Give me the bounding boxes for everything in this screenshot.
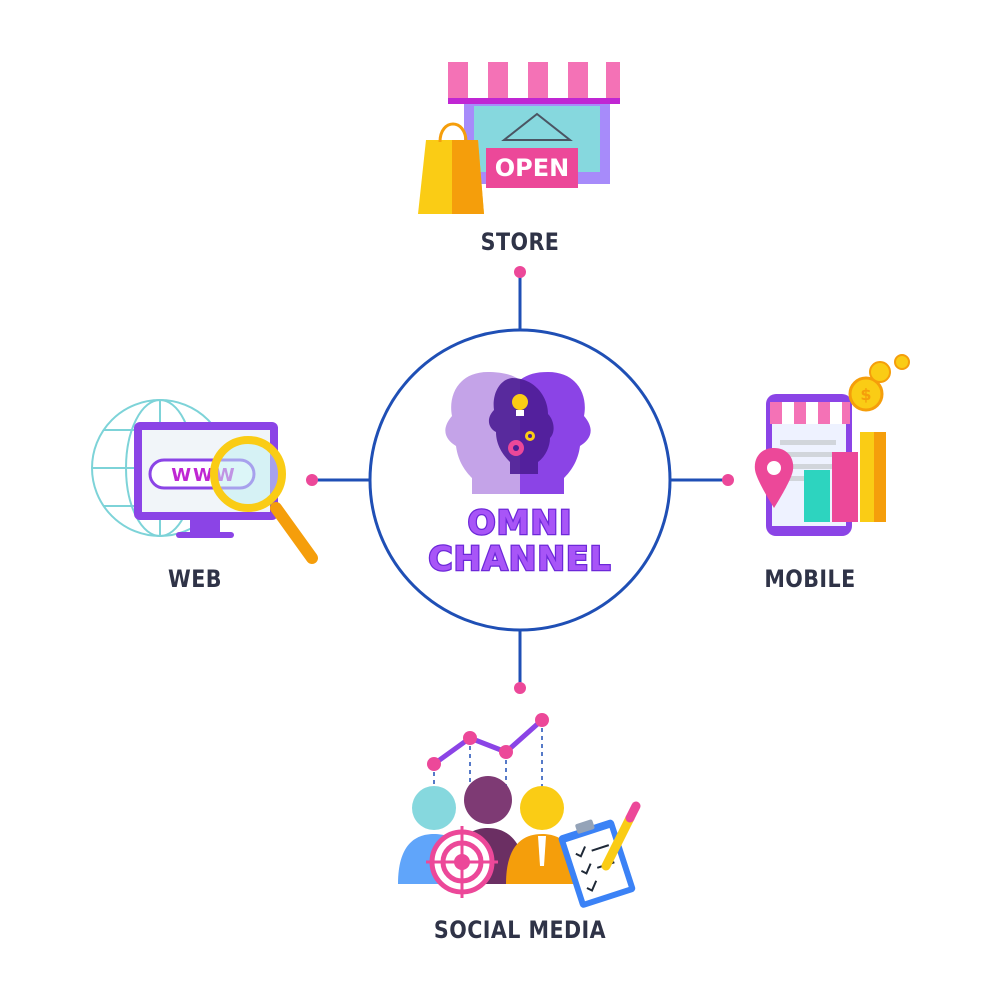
mobile-icon: $ <box>754 354 910 536</box>
center-title-line2: CHANNEL <box>427 539 612 578</box>
social-media-icon <box>398 713 641 908</box>
bar-pink <box>832 452 858 522</box>
center-title-line1: OMNI <box>466 503 573 542</box>
mobile-label: MOBILE <box>764 565 856 593</box>
web-icon: WWW <box>91 399 318 564</box>
center-title: OMNI CHANNEL <box>385 503 655 578</box>
heads-icon <box>445 372 591 494</box>
open-sign-text: OPEN <box>495 154 569 182</box>
magnifier-icon <box>210 436 318 564</box>
node-bottom <box>514 682 526 694</box>
person-right-icon <box>506 786 578 884</box>
web-label: WEB <box>168 565 222 593</box>
location-pin-icon <box>754 448 794 508</box>
trend-line <box>432 718 544 767</box>
store-icon: OPEN <box>418 62 620 214</box>
connectors <box>306 266 734 694</box>
social-media-label: SOCIAL MEDIA <box>433 916 607 944</box>
open-sign <box>486 148 578 188</box>
target-icon <box>426 826 498 898</box>
coins-icon: $ <box>848 354 910 412</box>
lightbulb-icon <box>512 394 528 410</box>
node-top <box>514 266 526 278</box>
bar-teal <box>804 470 830 522</box>
store-label: STORE <box>480 228 560 256</box>
node-left <box>306 474 318 486</box>
svg-text:$: $ <box>860 385 871 404</box>
pencil-icon <box>601 801 641 871</box>
node-right <box>722 474 734 486</box>
